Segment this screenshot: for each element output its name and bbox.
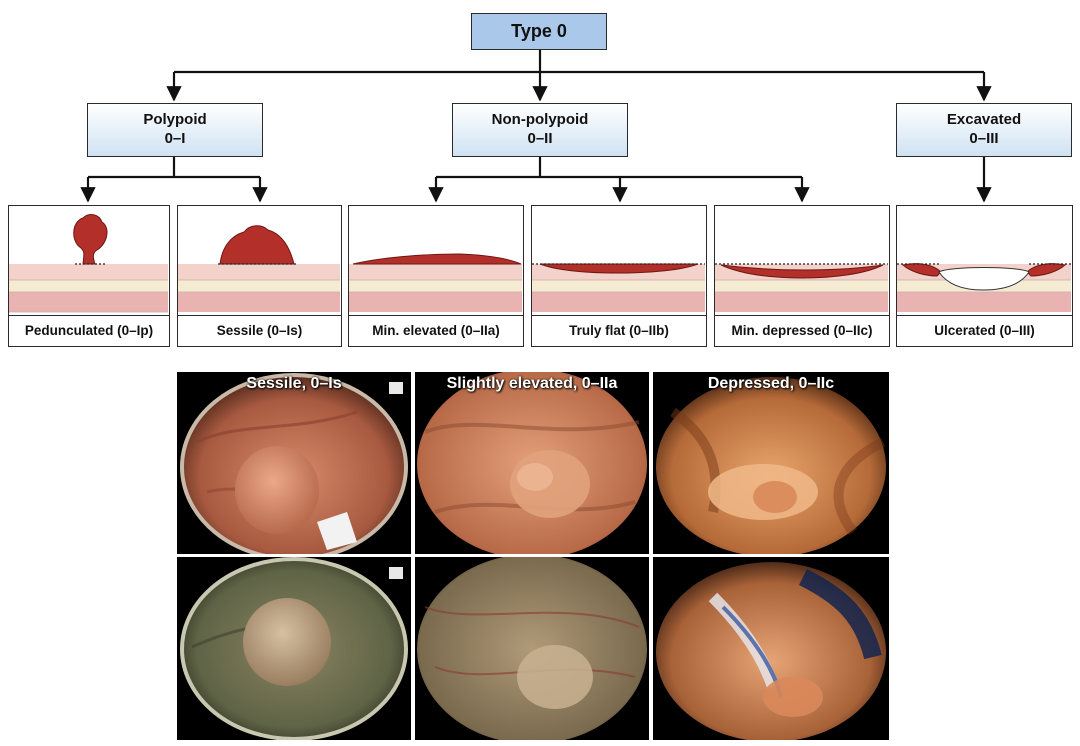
elevated-illustration xyxy=(349,253,522,312)
photo-depressed-chromo xyxy=(653,557,889,740)
ulcerated-illustration xyxy=(897,263,1071,312)
panel-caption: Min. depressed (0–IIc) xyxy=(715,315,889,346)
panel-caption: Truly flat (0–IIb) xyxy=(532,315,706,346)
category-box-non-polypoid: Non-polypoid 0–II xyxy=(452,103,628,157)
category-box-excavated: Excavated 0–III xyxy=(896,103,1072,157)
category-box-polypoid: Polypoid 0–I xyxy=(87,103,263,157)
category-name: Excavated xyxy=(946,111,1022,128)
photo-title: Slightly elevated, 0–IIa xyxy=(446,375,618,392)
panel-ulcerated: Ulcerated (0–III) xyxy=(896,205,1073,347)
scope-logo-icon xyxy=(389,567,403,579)
panel-caption: Pedunculated (0–Ip) xyxy=(9,315,169,346)
depressed-illustration xyxy=(715,263,888,312)
tree-connectors xyxy=(80,50,992,203)
pedunculated-illustration xyxy=(9,214,168,313)
photo-elevated-white-light: Slightly elevated, 0–IIa xyxy=(415,372,649,554)
category-code: 0–I xyxy=(164,130,186,147)
category-name: Polypoid xyxy=(143,111,207,128)
panel-caption: Sessile (0–Is) xyxy=(178,315,341,346)
panel-caption: Min. elevated (0–IIa) xyxy=(349,315,523,346)
flat-illustration xyxy=(532,263,705,312)
category-code: 0–II xyxy=(527,130,553,147)
panel-caption: Ulcerated (0–III) xyxy=(897,315,1072,346)
panel-min-depressed: Min. depressed (0–IIc) xyxy=(714,205,890,347)
photo-depressed-white-light: Depressed, 0–IIc xyxy=(653,372,889,554)
photo-sessile-nbi xyxy=(177,557,411,740)
root-label: Type 0 xyxy=(511,21,567,41)
photo-elevated-nbi xyxy=(415,557,649,740)
photo-sessile-white-light: Sessile, 0–Is xyxy=(177,372,411,554)
category-name: Non-polypoid xyxy=(491,111,589,128)
panel-truly-flat: Truly flat (0–IIb) xyxy=(531,205,707,347)
root-box-type-0: Type 0 xyxy=(471,13,607,50)
photo-title: Depressed, 0–IIc xyxy=(707,375,835,392)
panel-min-elevated: Min. elevated (0–IIa) xyxy=(348,205,524,347)
scope-logo-icon xyxy=(389,382,403,394)
sessile-illustration xyxy=(178,225,340,312)
panel-pedunculated: Pedunculated (0–Ip) xyxy=(8,205,170,347)
category-code: 0–III xyxy=(969,130,999,147)
photo-title: Sessile, 0–Is xyxy=(246,375,342,392)
panel-sessile: Sessile (0–Is) xyxy=(177,205,342,347)
photo-grid: Sessile, 0–Is Slightly elevated, 0–IIa xyxy=(177,372,889,740)
